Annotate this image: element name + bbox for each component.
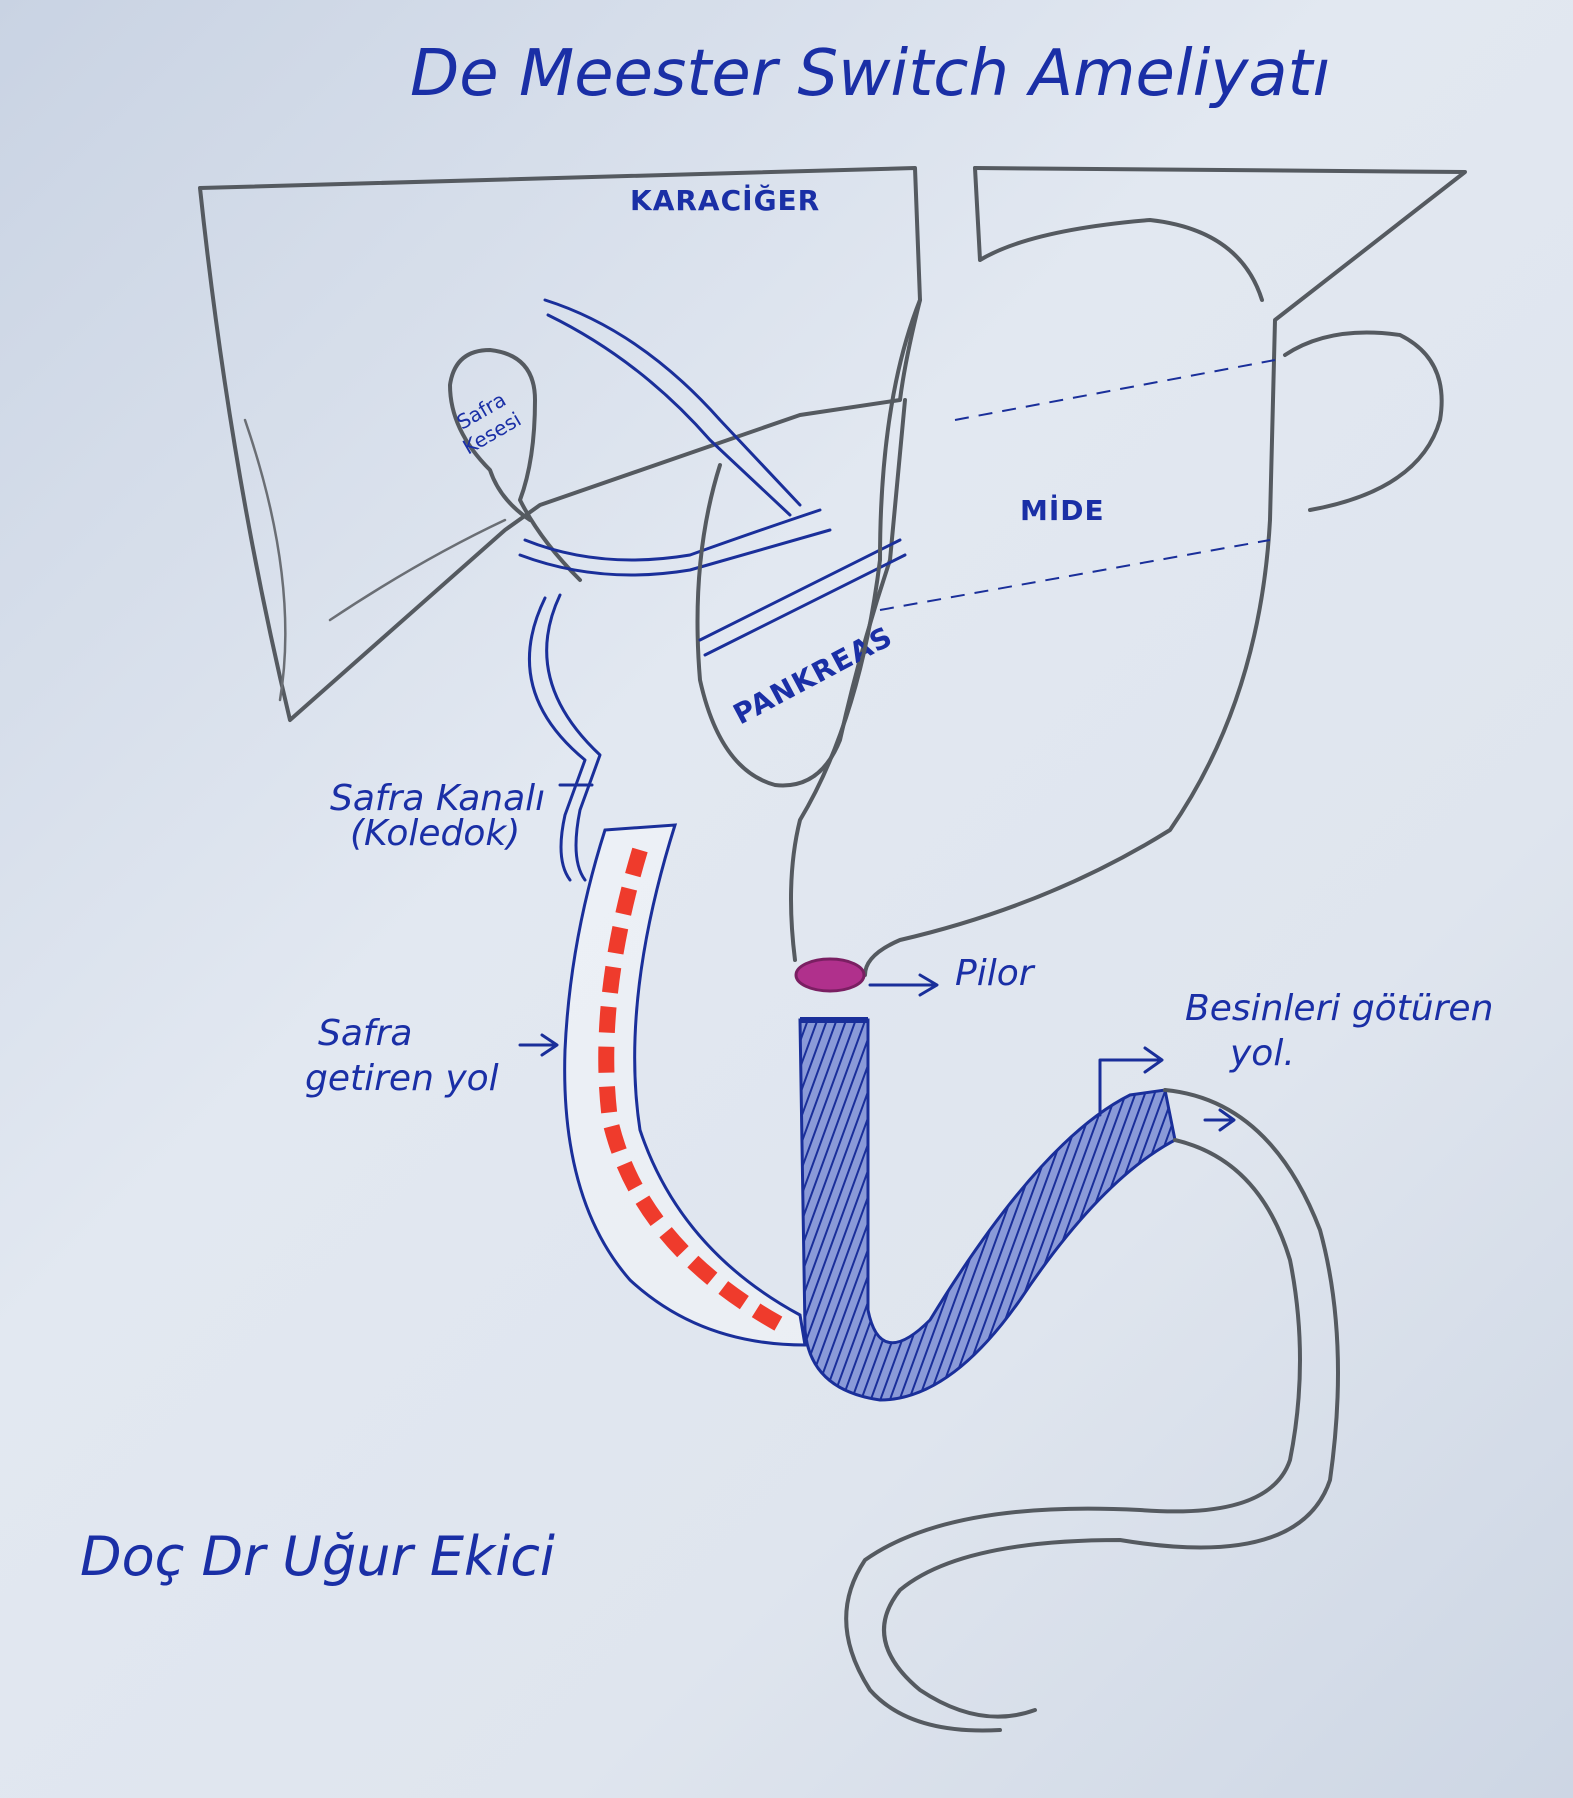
- liver: [198, 166, 922, 722]
- biliary-limb: [563, 823, 807, 1347]
- author-signature: Doç Dr Uğur Ekici: [80, 1525, 555, 1588]
- bile-limb-label-1: Safra: [318, 1013, 412, 1054]
- gallbladder: [448, 348, 582, 582]
- pylorus-label: Pilor: [955, 953, 1036, 994]
- bile-limb-arrow: [518, 1033, 559, 1057]
- diagram-title: De Meester Switch Ameliyatı: [410, 37, 1330, 111]
- alimentary-limb: [798, 1017, 1340, 1733]
- food-limb-label-2: yol.: [1229, 1033, 1295, 1074]
- pylorus: [794, 957, 866, 993]
- bile-ducts: [518, 298, 832, 882]
- stomach: [789, 166, 1467, 977]
- food-limb-label-1: Besinleri götüren: [1185, 988, 1493, 1029]
- bile-duct-label-1: Safra Kanalı: [330, 778, 545, 819]
- bile-duct-label-2: (Koledok): [350, 813, 520, 854]
- food-limb-arrow-1: [1098, 1046, 1164, 1117]
- stomach-label: MİDE: [1020, 493, 1105, 527]
- food-limb-arrow-2: [1203, 1108, 1236, 1132]
- pylorus-arrow: [868, 973, 939, 997]
- bile-limb-label-2: getiren yol: [305, 1058, 499, 1099]
- liver-label: KARACİĞER: [630, 183, 820, 217]
- pancreas-label: PANKREAS: [728, 620, 898, 731]
